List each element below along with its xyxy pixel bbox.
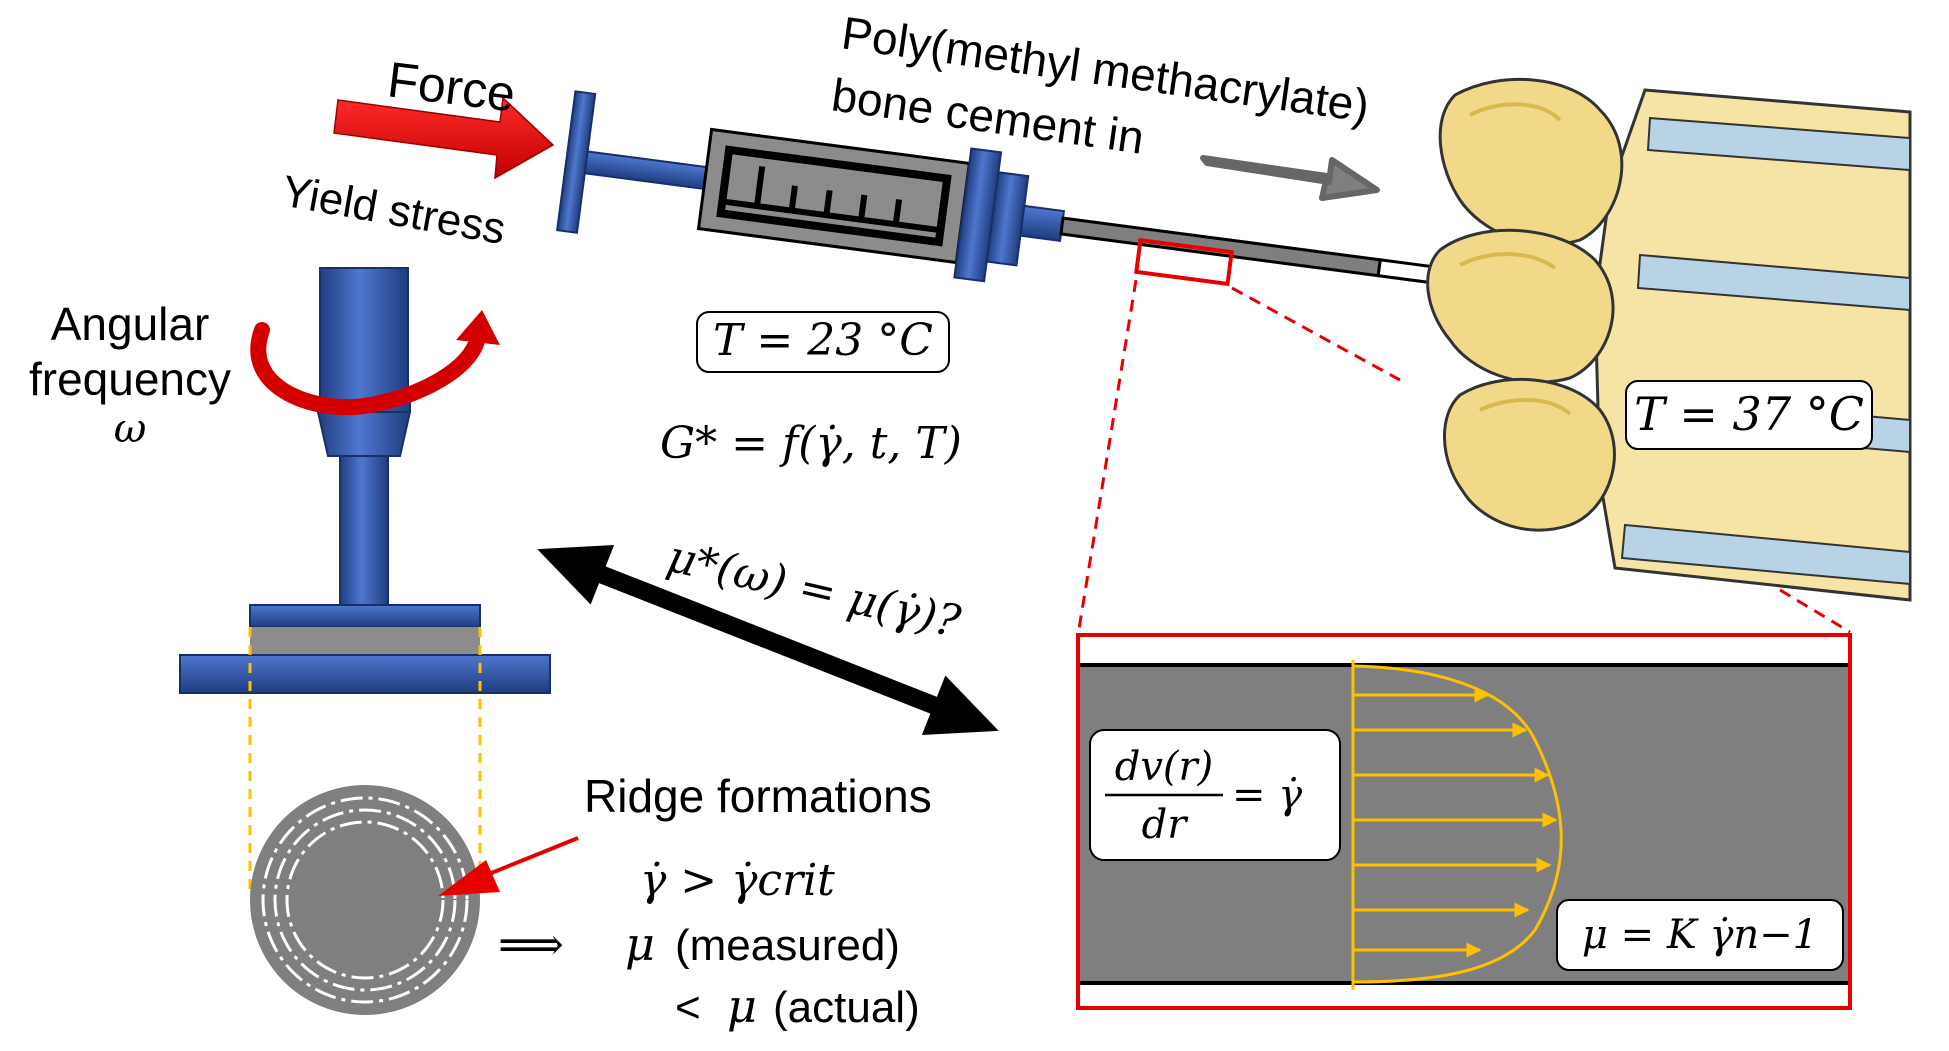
vertebral-process <box>1426 228 1615 384</box>
zoom-region-marker <box>1134 237 1234 287</box>
rheometer-shaft <box>339 455 389 607</box>
less-than-symbol: < <box>675 983 701 1032</box>
room-temp-box <box>696 311 950 373</box>
sample-layer <box>250 627 480 655</box>
lower-plate <box>179 654 551 694</box>
needle-filled <box>1059 216 1382 278</box>
vertebral-process <box>1443 377 1616 532</box>
comparison-double-arrow-icon <box>537 544 999 736</box>
mu-actual-symbol: μ <box>727 979 757 1033</box>
implies-symbol: ⟹ <box>498 917 564 971</box>
velocity-profile-curve <box>1352 664 1563 984</box>
mu-measured-symbol: μ <box>625 917 655 971</box>
vertebra-shading <box>1469 102 1562 122</box>
actual-label: (actual) <box>773 983 920 1032</box>
flow-profile-panel <box>1076 633 1852 1010</box>
intervertebral-disc <box>1620 523 1911 586</box>
rheometer <box>179 267 551 1015</box>
power-law-box <box>1556 899 1844 971</box>
vertebra-shading <box>1479 397 1572 416</box>
shear-denominator: dr <box>1142 802 1190 848</box>
omega-symbol: ω <box>114 406 147 452</box>
angular-label-line2: frequency <box>29 353 231 405</box>
measured-label: (measured) <box>675 921 900 970</box>
zoom-leader-line <box>1779 588 1851 634</box>
syringe-tip <box>1019 204 1066 242</box>
zoom-leader-line <box>1231 286 1401 382</box>
shear-numerator: dv(r) <box>1115 744 1214 790</box>
viscosity-question-equation: μ*(ω) = μ(γ̇)? <box>663 531 966 648</box>
intervertebral-disc <box>1646 116 1911 172</box>
yield-stress-label: Yield stress <box>278 167 509 254</box>
velocity-vectors <box>1353 687 1558 958</box>
ridge-pointer-arrow-icon <box>438 836 579 896</box>
injection-direction-arrow-icon <box>1200 155 1380 201</box>
upper-plate <box>249 604 481 628</box>
rotation-arrow-head <box>456 310 500 345</box>
zoom-leader-line <box>1076 279 1138 636</box>
ridge-rings <box>261 796 469 1004</box>
syringe-scale-window <box>716 145 952 247</box>
angular-label-line1: Angular <box>51 298 210 350</box>
complex-modulus-equation: G* = f(γ̇, t, T) <box>660 418 962 469</box>
rotation-arrow-icon <box>250 322 486 416</box>
room-temp-label: T = 23 °C <box>713 315 933 366</box>
vertebral-process <box>1438 77 1624 246</box>
ridge-formations-label: Ridge formations <box>584 770 932 822</box>
body-temp-label: T = 37 °C <box>1634 387 1864 441</box>
sample-disc <box>250 785 480 1015</box>
syringe <box>556 90 1774 329</box>
body-temp-box <box>1625 380 1873 450</box>
power-law-equation: μ = K γ̇n−1 <box>1582 912 1818 958</box>
syringe-scale-ticks <box>721 165 941 234</box>
shear-rhs: = γ̇ <box>1232 772 1302 818</box>
force-arrow-icon <box>333 96 555 180</box>
rheometer-taper <box>316 411 412 457</box>
vertebrae-illustration <box>1426 77 1912 602</box>
critical-shear-equation: γ̇ > γ̇crit <box>640 855 835 906</box>
intervertebral-disc <box>1636 253 1911 312</box>
rheometer-head <box>319 267 409 409</box>
plunger-rod <box>583 150 708 191</box>
vertebra-shading <box>1459 252 1557 270</box>
